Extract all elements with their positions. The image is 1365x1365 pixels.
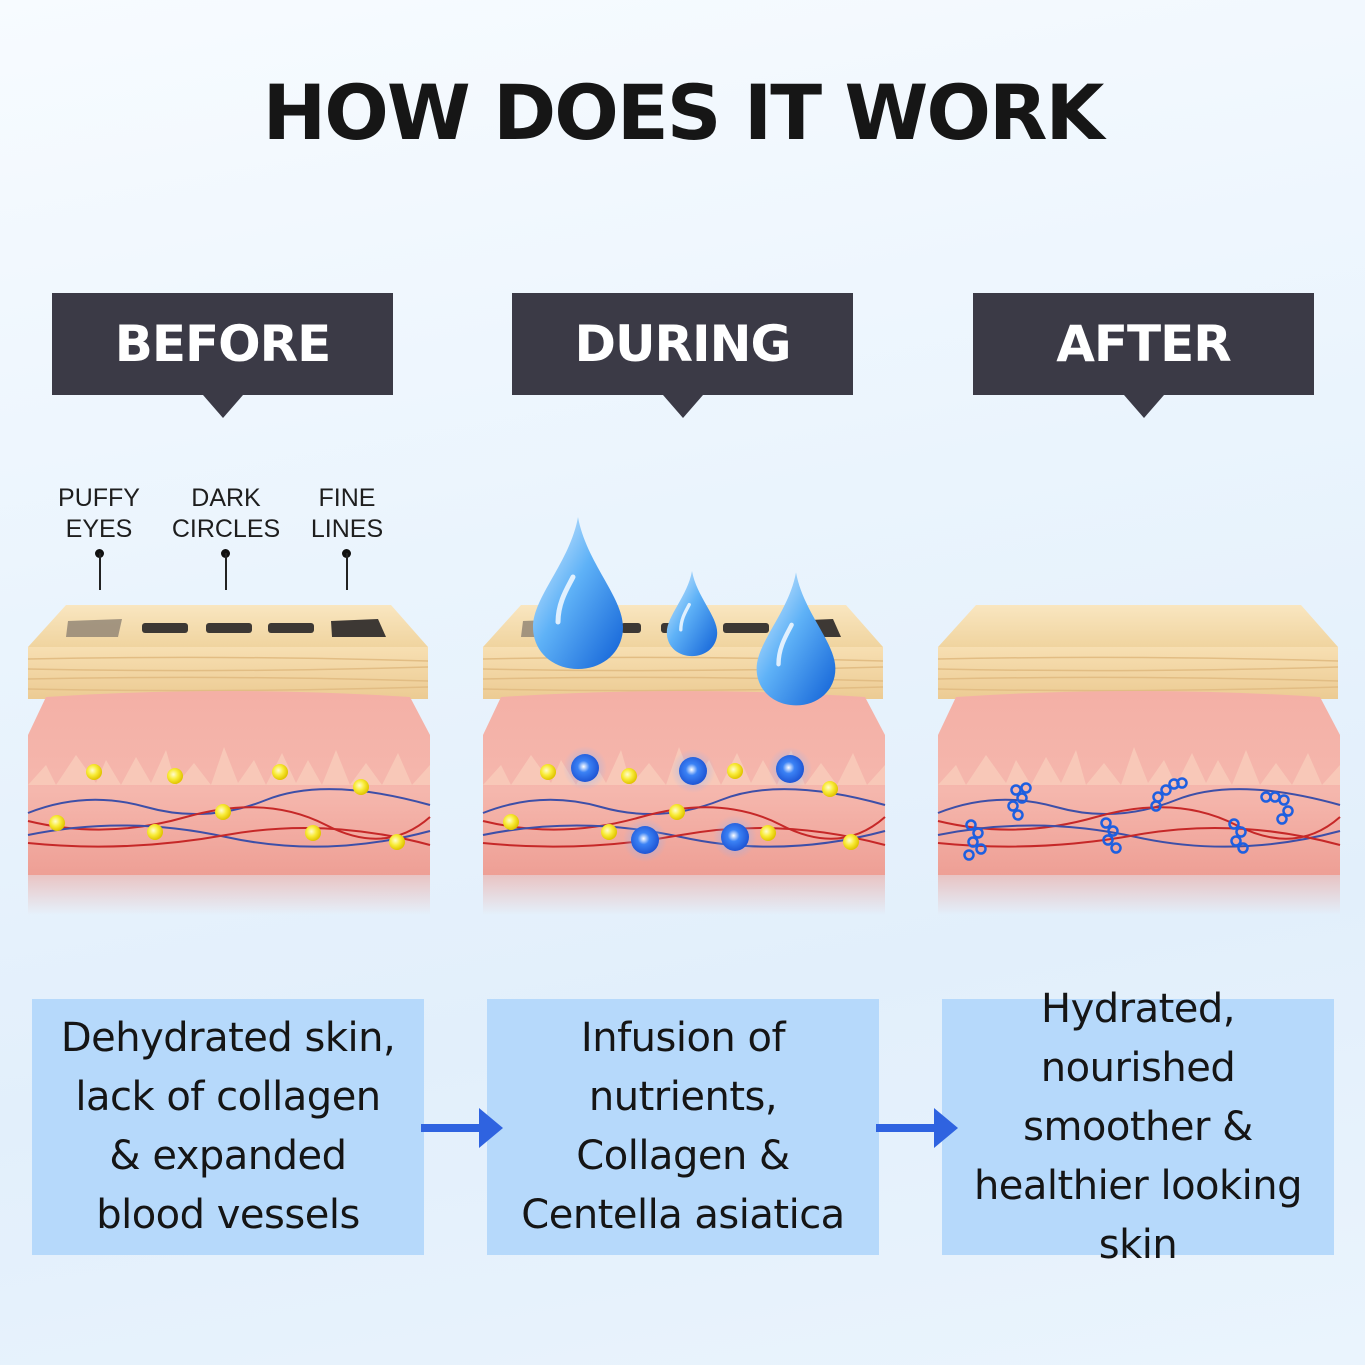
callout-line2: CIRCLES <box>171 515 281 543</box>
callout-pointer-line <box>99 553 101 590</box>
stage-label: BEFORE <box>114 315 332 373</box>
epidermis-layer <box>937 605 1339 699</box>
description-box-before: Dehydrated skin, lack of collagen & expa… <box>32 999 424 1255</box>
callout-line1: DARK <box>191 484 261 512</box>
stage-label: AFTER <box>1056 315 1232 373</box>
skin-diagram-before <box>27 605 431 915</box>
callout-fine-lines: FINE LINES <box>282 483 412 545</box>
yellow-particles <box>503 763 859 850</box>
stage-header-during: DURING <box>512 293 853 418</box>
callout-pointer-line <box>346 553 348 590</box>
dermis-layer <box>27 691 431 875</box>
page-title: HOW DOES IT WORK <box>262 68 1105 157</box>
dermis-layer <box>937 691 1341 875</box>
wrinkle-marks <box>66 619 386 637</box>
callout-pointer-line <box>225 553 227 590</box>
skin-diagram-after <box>937 605 1341 915</box>
water-drop-icon <box>666 571 718 657</box>
callout-line2: LINES <box>310 515 384 543</box>
callout-line1: FINE <box>318 484 376 512</box>
epidermis-layer <box>27 605 429 699</box>
stage-header-before: BEFORE <box>52 293 393 418</box>
water-drop-icon <box>756 572 836 706</box>
water-drop-icon <box>533 517 623 669</box>
description-box-during: Infusion of nutrients, Collagen & Centel… <box>487 999 879 1255</box>
stage-label: DURING <box>574 315 791 373</box>
callout-puffy-eyes: PUFFY EYES <box>34 483 164 545</box>
arrow-right-icon <box>876 1108 958 1148</box>
callout-line2: EYES <box>65 515 133 543</box>
stage-header-after: AFTER <box>973 293 1314 418</box>
callout-line1: PUFFY <box>58 484 140 512</box>
collagen-chains <box>963 777 1294 861</box>
description-text: Hydrated, nourished smoother & healthier… <box>973 985 1303 1268</box>
description-box-after: Hydrated, nourished smoother & healthier… <box>942 986 1334 1268</box>
description-text: Infusion of nutrients, Collagen & Centel… <box>521 1015 845 1238</box>
yellow-particles <box>49 764 405 850</box>
description-text: Dehydrated skin, lack of collagen & expa… <box>60 1015 396 1238</box>
callout-dark-circles: DARK CIRCLES <box>161 483 291 545</box>
blue-nutrient-particles <box>563 746 812 862</box>
arrow-right-icon <box>421 1108 503 1148</box>
